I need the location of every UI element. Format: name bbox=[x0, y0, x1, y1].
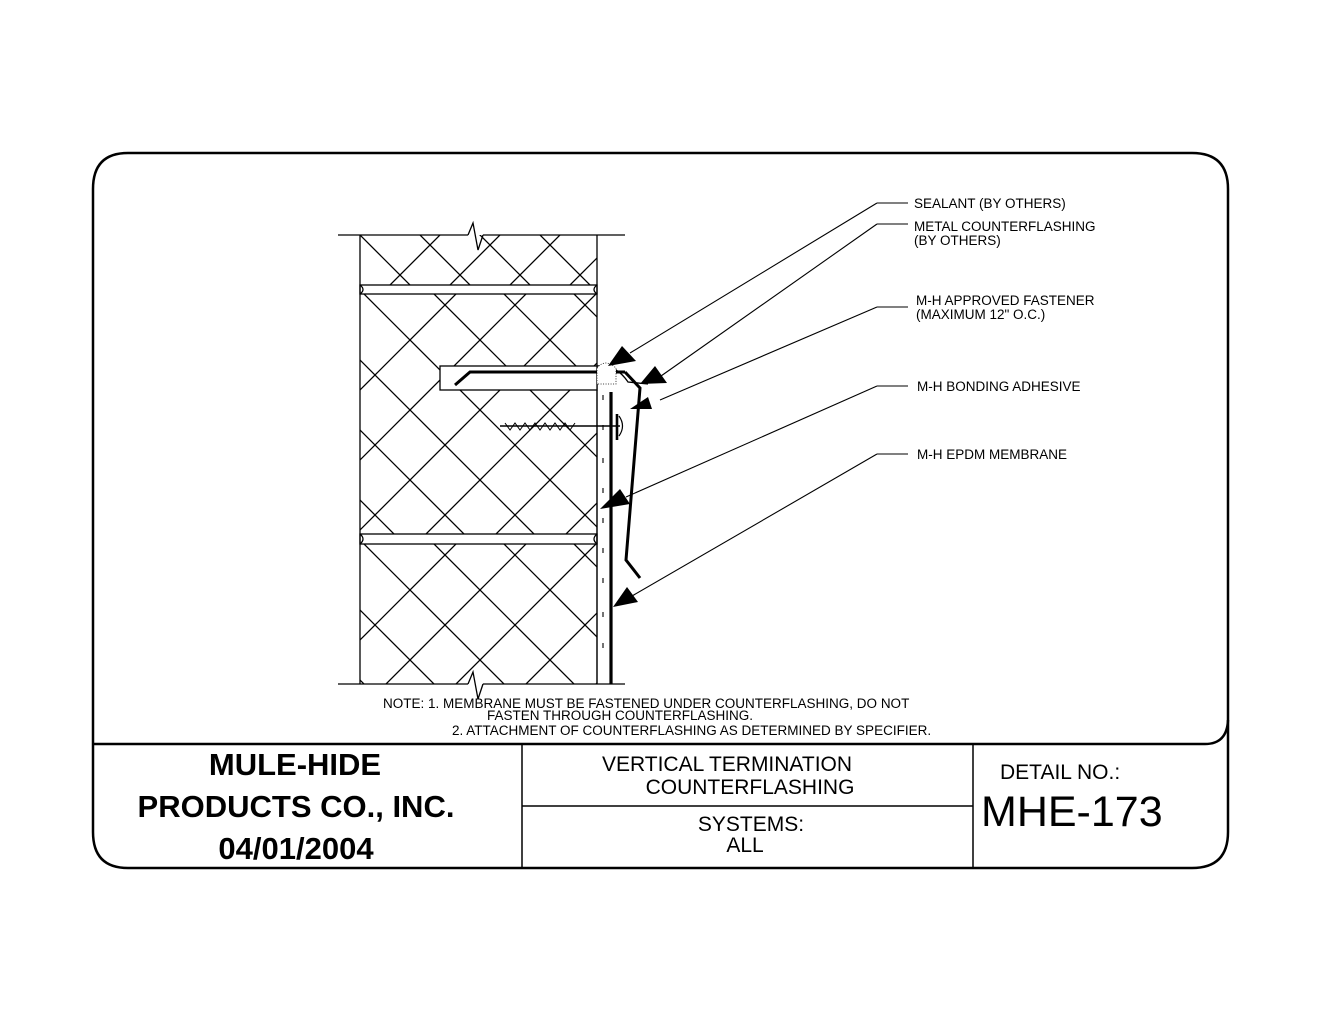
callout-bonding-adhesive: M-H BONDING ADHESIVE bbox=[917, 379, 1081, 394]
detail-number-label: DETAIL NO.: bbox=[1000, 761, 1120, 784]
callout-fastener: M-H APPROVED FASTENER bbox=[916, 293, 1095, 308]
detail-title-line-2: COUNTERFLASHING bbox=[646, 776, 855, 799]
title-block-top-line bbox=[93, 719, 1230, 746]
callout-fastener-sub: (MAXIMUM 12" O.C.) bbox=[916, 307, 1045, 322]
leader-arrowheads bbox=[600, 346, 667, 607]
note-line-2: FASTEN THROUGH COUNTERFLASHING. bbox=[487, 708, 753, 723]
callout-counterflashing: METAL COUNTERFLASHING bbox=[914, 219, 1096, 234]
revision-date: 04/01/2004 bbox=[218, 831, 374, 866]
callout-counterflashing-sub: (BY OTHERS) bbox=[914, 233, 1001, 248]
systems-label: SYSTEMS: bbox=[698, 813, 804, 836]
epdm-membrane bbox=[596, 390, 613, 684]
note-line-3: 2. ATTACHMENT OF COUNTERFLASHING AS DETE… bbox=[452, 723, 931, 738]
callout-epdm-membrane: M-H EPDM MEMBRANE bbox=[917, 447, 1067, 462]
masonry-wall bbox=[338, 220, 625, 700]
fastener-screw bbox=[500, 414, 624, 440]
company-name-line-2: PRODUCTS CO., INC. bbox=[138, 789, 455, 824]
detail-title-line-1: VERTICAL TERMINATION bbox=[602, 753, 852, 776]
company-name-line-1: MULE-HIDE bbox=[209, 747, 381, 782]
leader-lines bbox=[625, 202, 908, 597]
callout-sealant: SEALANT (BY OTHERS) bbox=[914, 196, 1066, 211]
note-line-1: NOTE: 1. MEMBRANE MUST BE FASTENED UNDER… bbox=[383, 696, 909, 711]
sealant-bead bbox=[596, 362, 617, 385]
systems-value: ALL bbox=[726, 834, 763, 857]
sheet-border bbox=[91, 151, 1230, 870]
metal-counterflashing bbox=[439, 365, 649, 579]
detail-number: MHE-173 bbox=[981, 788, 1163, 836]
